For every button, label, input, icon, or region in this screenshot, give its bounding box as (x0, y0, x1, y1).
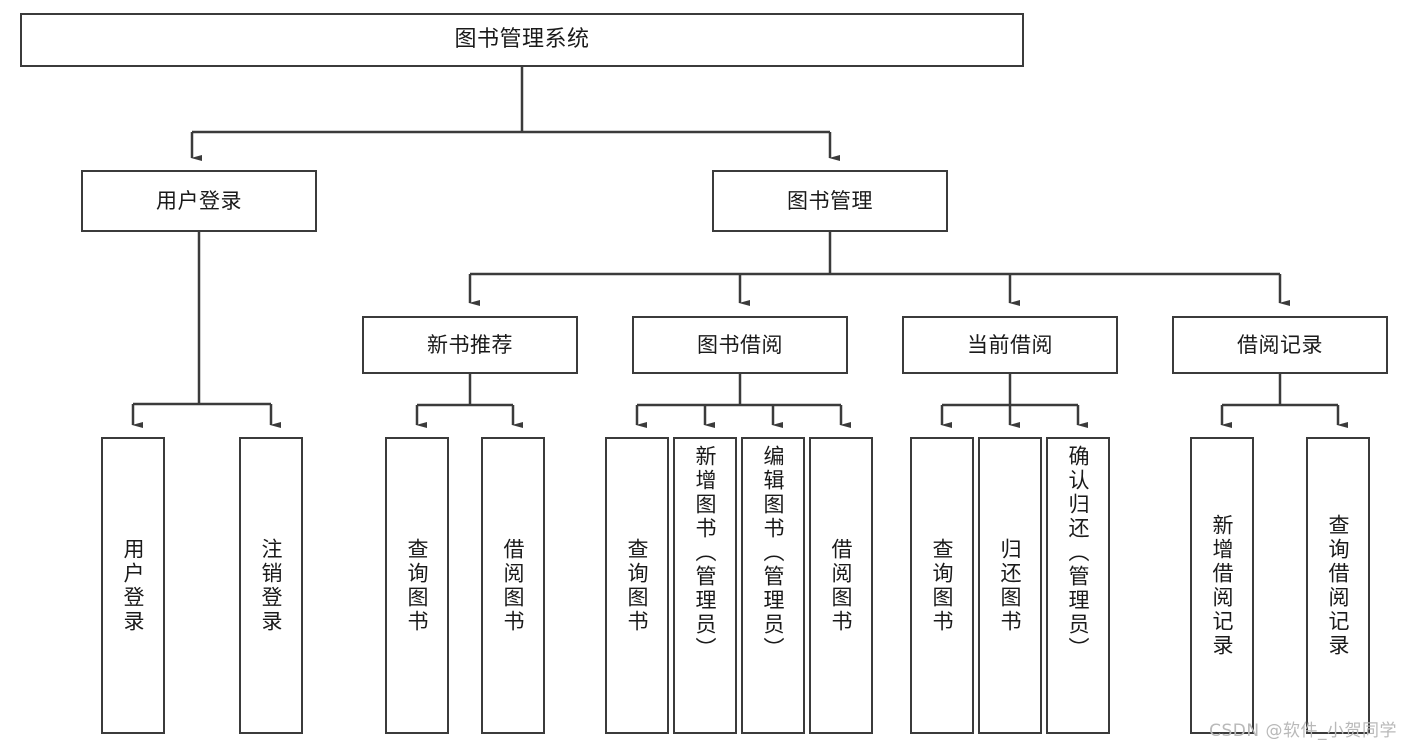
node-leaf-query-record-label: 查询借阅记录 (1326, 513, 1351, 658)
node-current-borrow[interactable]: 当前借阅 (902, 316, 1118, 374)
node-leaf-confirm-return-label: 确认归还（管理员） (1066, 445, 1091, 661)
node-user-login-label: 用户登录 (156, 188, 242, 213)
node-leaf-query-book-2[interactable]: 查询图书 (605, 437, 669, 734)
node-borrow-record-label: 借阅记录 (1237, 332, 1323, 357)
node-root-label: 图书管理系统 (454, 27, 590, 53)
node-leaf-borrow-book-1-label: 借阅图书 (501, 537, 526, 634)
node-leaf-borrow-book-2[interactable]: 借阅图书 (809, 437, 873, 734)
node-leaf-query-book-3-label: 查询图书 (930, 537, 955, 634)
node-leaf-confirm-return[interactable]: 确认归还（管理员） (1046, 437, 1110, 734)
node-leaf-logout-login[interactable]: 注销登录 (239, 437, 303, 734)
node-leaf-user-login[interactable]: 用户登录 (101, 437, 165, 734)
node-book-manage[interactable]: 图书管理 (712, 170, 948, 232)
node-leaf-edit-book-label: 编辑图书（管理员） (761, 445, 786, 661)
node-leaf-query-book-2-label: 查询图书 (625, 537, 650, 634)
node-root[interactable]: 图书管理系统 (20, 13, 1024, 67)
node-leaf-query-book-1[interactable]: 查询图书 (385, 437, 449, 734)
node-leaf-return-book-label: 归还图书 (998, 537, 1023, 634)
node-leaf-add-book-label: 新增图书（管理员） (693, 445, 718, 661)
node-user-login[interactable]: 用户登录 (81, 170, 317, 232)
node-new-book-recommend-label: 新书推荐 (427, 332, 513, 357)
node-new-book-recommend[interactable]: 新书推荐 (362, 316, 578, 374)
node-leaf-user-login-label: 用户登录 (121, 537, 146, 634)
node-leaf-return-book[interactable]: 归还图书 (978, 437, 1042, 734)
node-leaf-query-book-3[interactable]: 查询图书 (910, 437, 974, 734)
node-leaf-query-book-1-label: 查询图书 (405, 537, 430, 634)
node-leaf-borrow-book-2-label: 借阅图书 (829, 537, 854, 634)
node-leaf-edit-book[interactable]: 编辑图书（管理员） (741, 437, 805, 734)
node-book-manage-label: 图书管理 (787, 188, 873, 213)
watermark: CSDN @软件_小贺同学 (1209, 721, 1397, 741)
node-current-borrow-label: 当前借阅 (967, 332, 1053, 357)
node-book-borrow-label: 图书借阅 (697, 332, 783, 357)
node-leaf-borrow-book-1[interactable]: 借阅图书 (481, 437, 545, 734)
node-borrow-record[interactable]: 借阅记录 (1172, 316, 1388, 374)
node-leaf-logout-login-label: 注销登录 (259, 537, 284, 634)
node-leaf-add-record-label: 新增借阅记录 (1210, 513, 1235, 658)
node-book-borrow[interactable]: 图书借阅 (632, 316, 848, 374)
node-leaf-add-record[interactable]: 新增借阅记录 (1190, 437, 1254, 734)
node-leaf-add-book[interactable]: 新增图书（管理员） (673, 437, 737, 734)
node-leaf-query-record[interactable]: 查询借阅记录 (1306, 437, 1370, 734)
